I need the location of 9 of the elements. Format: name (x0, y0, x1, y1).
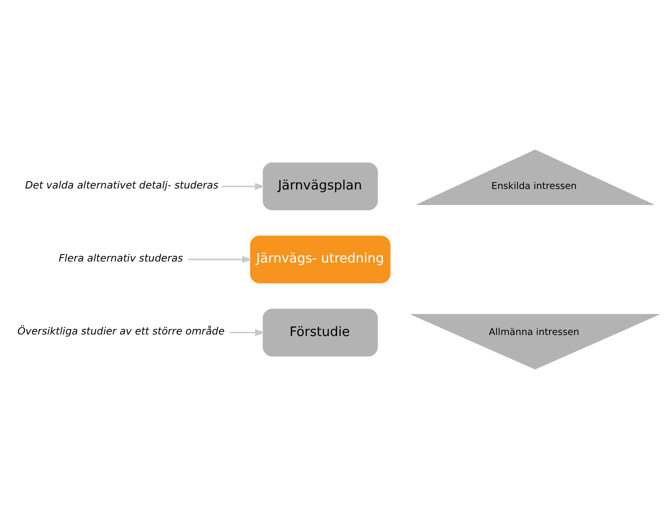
node-text: Flera alternativ studeras (58, 252, 183, 264)
node-box: Järnvägs- utredning (250, 235, 390, 283)
node-box: Järnvägsplan (262, 162, 378, 210)
arrow (222, 182, 266, 190)
arrow (188, 255, 252, 263)
node-text: Det valda alternativet detalj- studeras (25, 180, 218, 191)
node-box: Förstudie (262, 308, 378, 356)
node-text: Översiktliga studier av ett större område (18, 326, 225, 338)
arrow (230, 328, 266, 336)
